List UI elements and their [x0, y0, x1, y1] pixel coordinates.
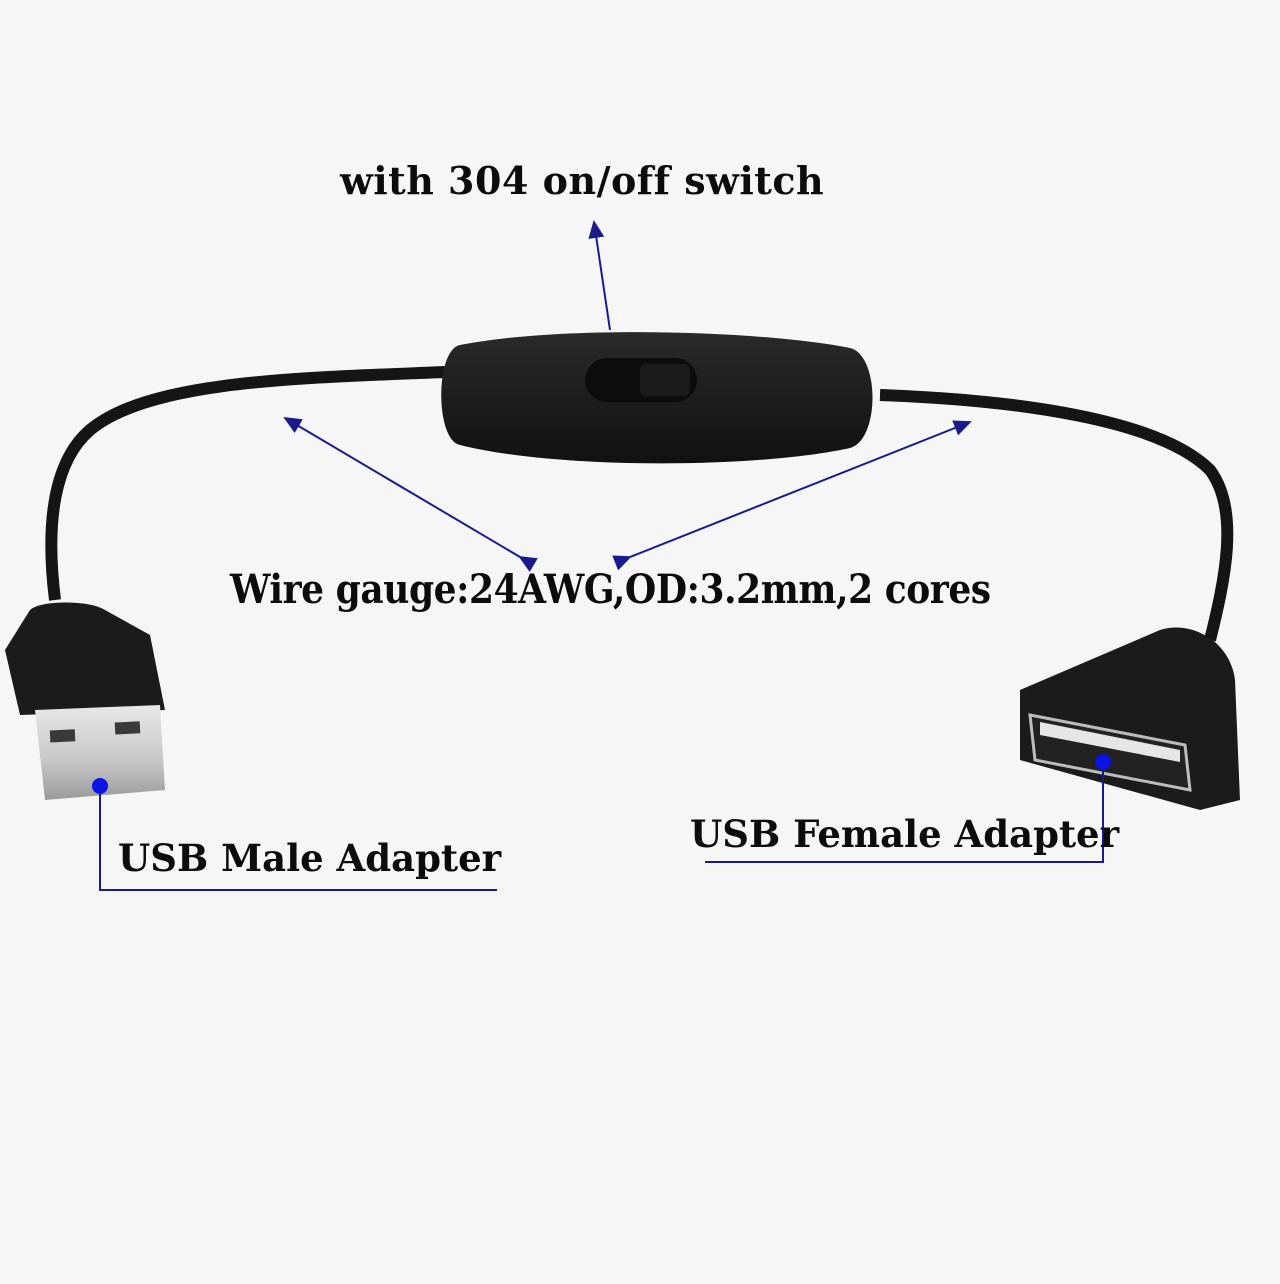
- male-callout-dot: [92, 778, 108, 794]
- female-callout-dot: [1095, 754, 1111, 770]
- usb-male-label: USB Male Adapter: [118, 836, 502, 880]
- male-callout-line: [99, 787, 497, 891]
- annotation-lines: [99, 220, 1104, 891]
- usb-female-connector: [1020, 627, 1240, 810]
- wire-arrow-right: [612, 420, 972, 571]
- usb-female-label: USB Female Adapter: [690, 812, 1120, 856]
- usb-male-connector: [5, 602, 165, 800]
- inline-switch: [441, 332, 873, 464]
- switch-arrow: [588, 220, 611, 331]
- female-callout-line: [705, 763, 1104, 863]
- wire-gauge-annotation: Wire gauge:24AWG,OD:3.2mm,2 cores: [230, 566, 991, 613]
- cable: [45, 366, 1234, 642]
- wire-arrow-left: [283, 416, 538, 573]
- switch-annotation: with 304 on/off switch: [340, 158, 825, 203]
